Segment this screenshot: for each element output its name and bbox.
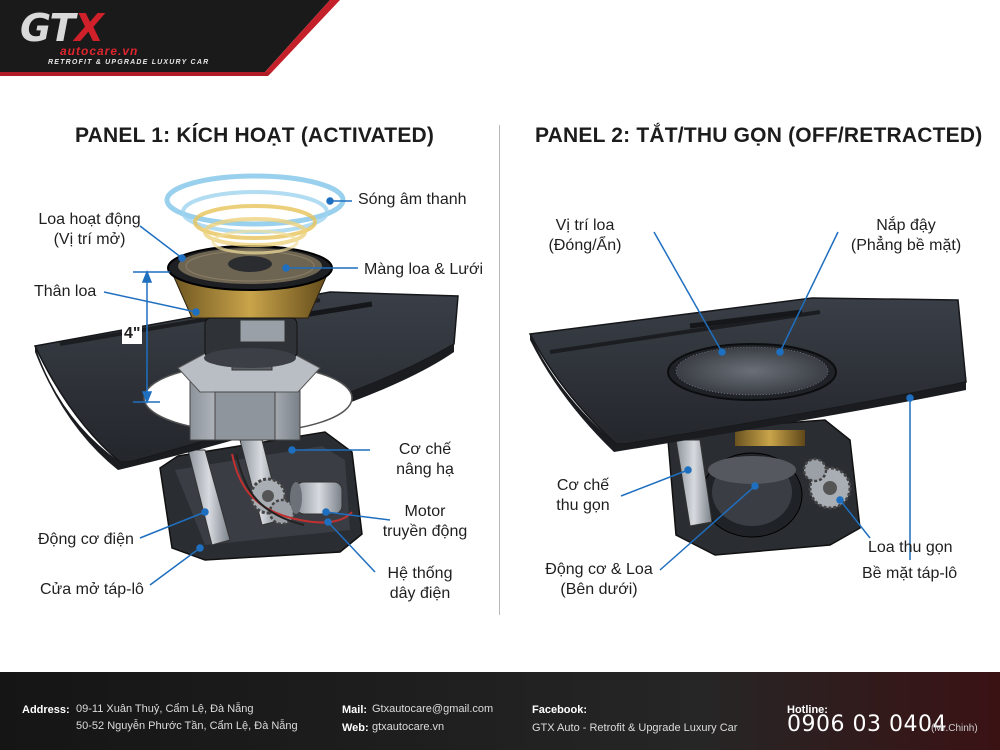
panel2-housing	[667, 419, 861, 556]
label-lift-mechanism: Cơ chế nâng hạ	[396, 441, 454, 478]
panel-divider	[499, 125, 500, 615]
label-electric-motor: Động cơ điện	[38, 531, 134, 548]
logo-tagline: RETROFIT & UPGRADE LUXURY CAR	[48, 59, 210, 66]
panel1-sound-waves	[164, 173, 346, 255]
footer-mail-link[interactable]: Gtxautocare@gmail.com	[372, 703, 494, 715]
label-speaker-position: Vị trí loa (Đóng/Ẩn)	[548, 217, 622, 254]
footer-address-label: Address:	[22, 704, 70, 716]
diagram-illustration	[33, 173, 967, 586]
label-speaker-active: Loa hoạt động (Vị trí mở)	[38, 211, 141, 248]
panel2-leader-lines	[620, 231, 914, 571]
label-drive-motor: Motor truyền động	[382, 503, 468, 540]
label-retract-mechanism: Cơ chế thu gọn	[556, 477, 610, 514]
footer-web-link[interactable]: gtxautocare.vn	[372, 721, 445, 733]
label-retracted-speaker: Loa thu gọn	[868, 539, 953, 556]
panel1-height-dimension	[133, 269, 170, 405]
label-motor-speaker: Động cơ & Loa (Bên dưới)	[545, 561, 653, 598]
label-wiring: Hệ thống dây điện	[387, 565, 453, 602]
panel2-title: PANEL 2: TẮT/THU GỌN (OFF/RETRACTED)	[535, 124, 983, 147]
label-speaker-body: Thân loa	[34, 283, 97, 300]
footer-web-label: Web:	[342, 722, 369, 734]
header-background	[0, 0, 340, 76]
label-dash-surface: Bề mặt táp-lô	[862, 565, 958, 582]
footer-hotline-number[interactable]: 0906 03 0404	[787, 712, 947, 737]
footer-bar	[0, 672, 1000, 750]
logo-domain: autocare.vn	[60, 44, 139, 58]
label-cover: Nắp đậy (Phẳng bề mặt)	[850, 217, 962, 254]
footer-facebook-link[interactable]: GTX Auto - Retrofit & Upgrade Luxury Car	[532, 722, 738, 734]
panel1-speaker	[167, 245, 333, 368]
panel1-title: PANEL 1: KÍCH HOẠT (ACTIVATED)	[75, 124, 435, 147]
header-banner: GTX autocare.vn RETROFIT & UPGRADE LUXUR…	[0, 0, 1000, 78]
footer-facebook-label: Facebook:	[532, 704, 588, 716]
panel2-illustration	[528, 231, 967, 571]
panel1-leader-lines	[103, 197, 391, 586]
label-cone-grille: Màng loa & Lưới	[364, 261, 484, 278]
footer-mail-label: Mail:	[342, 704, 368, 716]
panel2-dash	[528, 297, 967, 452]
label-height: 4"	[122, 324, 143, 344]
footer-hotline-contact: (Mr.Chinh)	[931, 723, 978, 734]
logo[interactable]: GTX	[20, 6, 104, 50]
footer-address-line1: 09-11 Xuân Thuỷ, Cẩm Lệ, Đà Nẵng	[76, 703, 254, 715]
footer-address-line2: 50-52 Nguyễn Phước Tần, Cẩm Lệ, Đà Nẵng	[76, 720, 298, 732]
label-dash-opening: Cửa mở táp-lô	[40, 581, 144, 598]
label-sound-waves: Sóng âm thanh	[358, 191, 467, 208]
footer-hotline-label: Hotline:	[787, 704, 828, 716]
panel1-housing	[159, 431, 363, 561]
